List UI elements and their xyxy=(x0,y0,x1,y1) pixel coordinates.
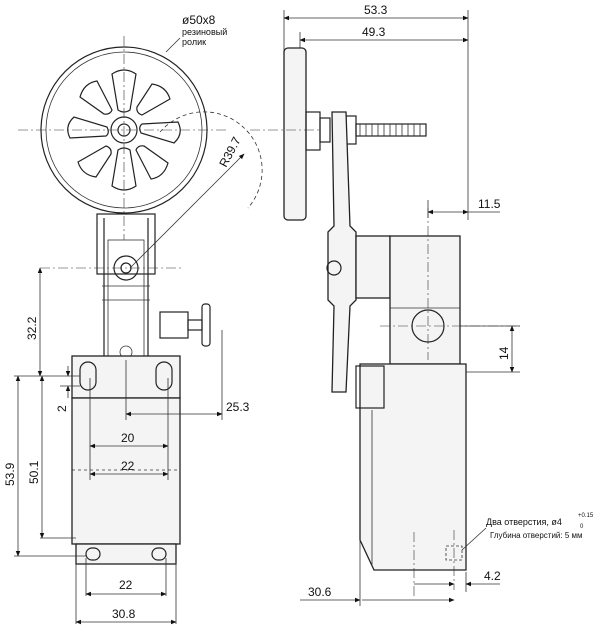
body-base xyxy=(75,543,177,565)
side-mount-boss xyxy=(355,365,385,409)
dim-53-3: 53.3 xyxy=(364,3,388,17)
depth-note: Глубина отверстий: 5 мм xyxy=(490,531,583,540)
roller-hub-side xyxy=(305,111,321,151)
switch-body-side xyxy=(359,363,467,571)
radius-arc xyxy=(159,111,263,209)
roller-side xyxy=(283,47,307,221)
dim-14: 14 xyxy=(497,346,511,360)
dim-53-9: 53.9 xyxy=(3,462,17,486)
holes-tolerance-lower: 0 xyxy=(580,524,584,530)
roller-spokes xyxy=(67,69,181,191)
radius-label: R39.7 xyxy=(216,134,244,169)
dim-4-2: 4.2 xyxy=(484,569,501,583)
dim-30-6: 30.6 xyxy=(308,585,332,599)
bottom-slot-left xyxy=(85,547,101,561)
dim-49-3: 49.3 xyxy=(362,25,386,39)
dim-32-2: 32.2 xyxy=(25,316,39,340)
roller-material-label-1: резиновый xyxy=(182,27,227,37)
radius-leader xyxy=(129,153,245,269)
dim-20: 20 xyxy=(121,431,135,445)
dim-25-3: 25.3 xyxy=(226,400,250,414)
dim-2: 2 xyxy=(55,405,69,412)
holes-note: Два отверстия, ø4 xyxy=(486,517,562,527)
lever-arm xyxy=(96,213,156,359)
dim-30-8: 30.8 xyxy=(112,607,136,621)
mounting-slot-right xyxy=(155,361,173,391)
bottom-slot-right xyxy=(151,547,167,561)
roller-size-label: ø50x8 xyxy=(182,13,216,27)
threaded-rod xyxy=(355,123,427,137)
lever-plate-side xyxy=(327,111,357,393)
holes-tolerance-upper: +0.15 xyxy=(578,513,594,519)
dim-11-5: 11.5 xyxy=(478,197,501,211)
axle-nut xyxy=(319,117,331,143)
mounting-hole-hidden xyxy=(445,545,463,561)
head-block-side xyxy=(389,235,461,365)
side-view: 53.3 49.3 11.5 xyxy=(250,3,594,606)
holes-note-leader xyxy=(461,527,487,551)
roller-material-label-2: ролик xyxy=(182,37,206,47)
side-plunger xyxy=(159,303,211,347)
dim-50-1: 50.1 xyxy=(27,460,41,484)
head-collar xyxy=(355,235,391,299)
front-view: R39.7 ø50x8 резиновый ролик xyxy=(3,13,263,625)
roller-note-leader xyxy=(165,37,181,53)
dim-22-bottom: 22 xyxy=(119,578,133,592)
dim-22-top: 22 xyxy=(121,459,135,473)
